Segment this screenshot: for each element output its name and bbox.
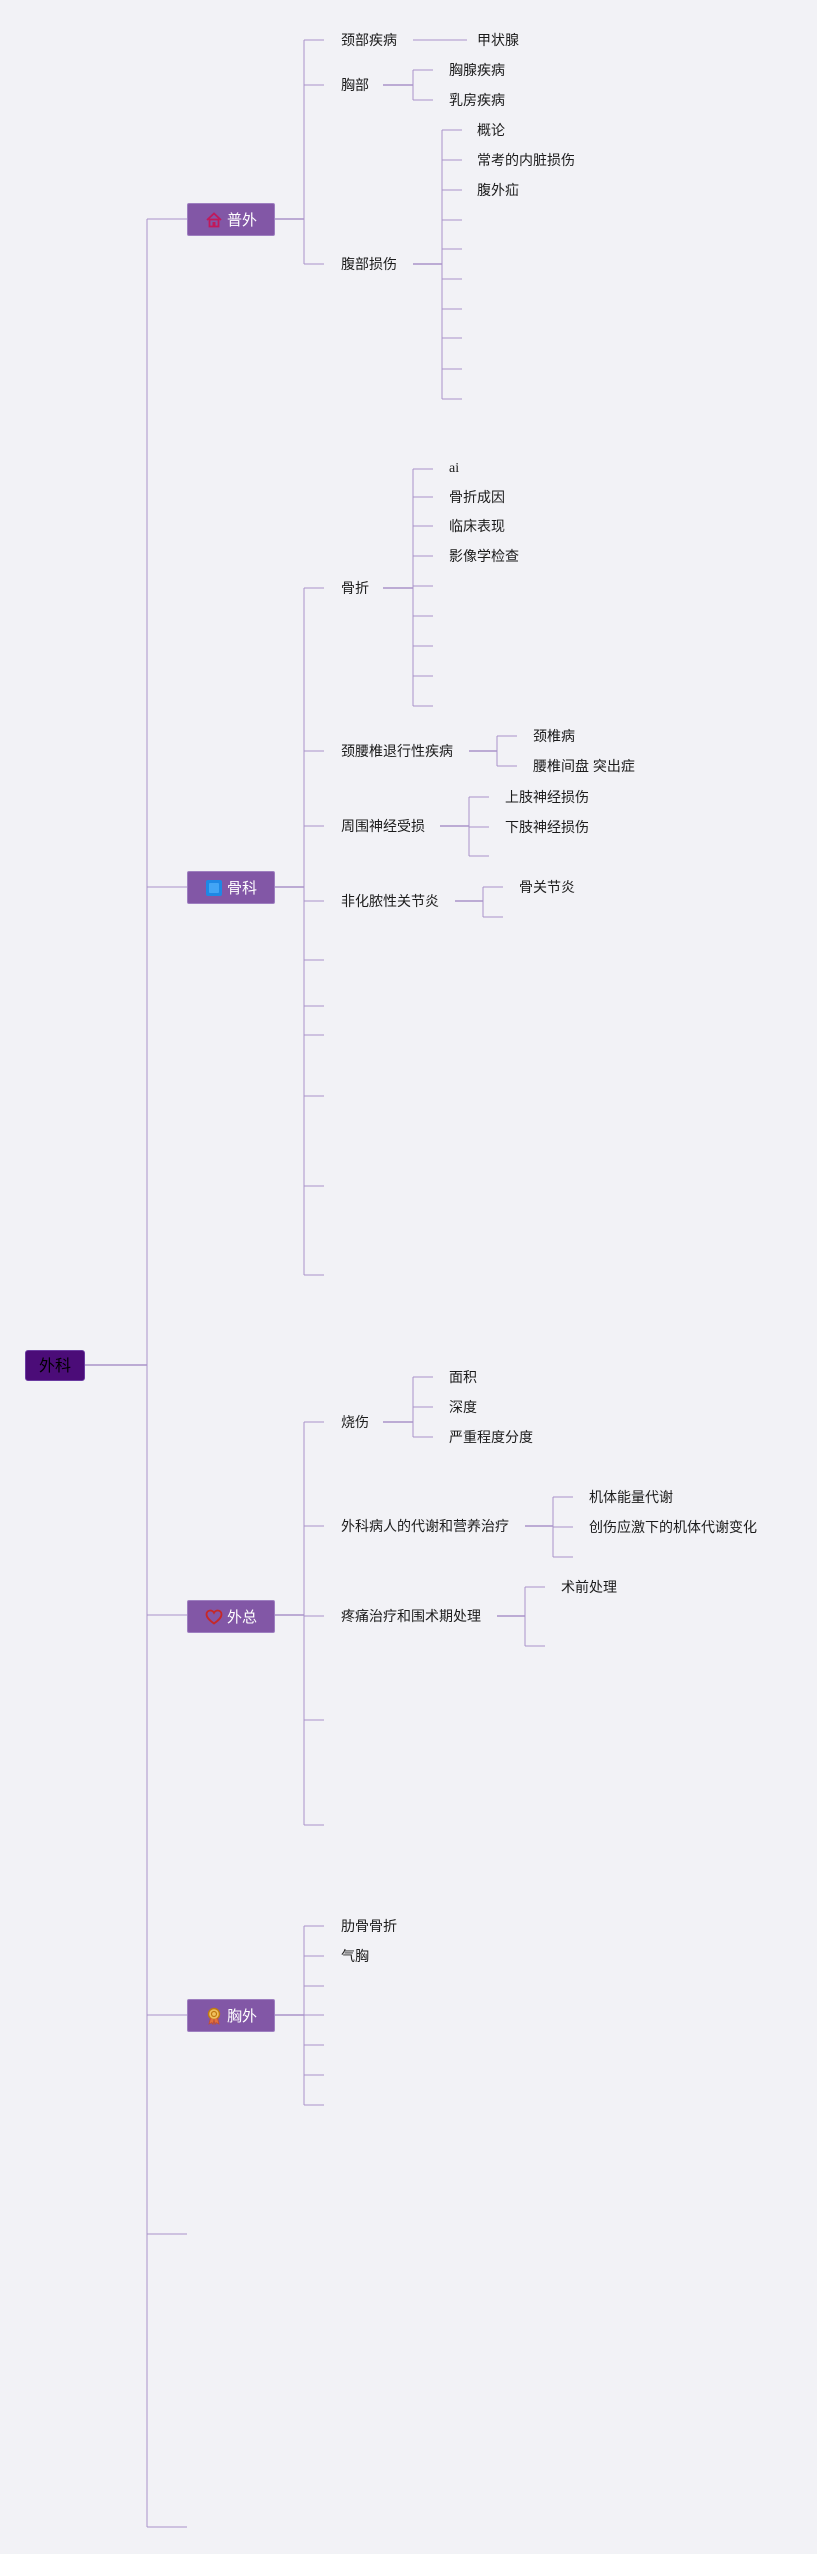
node-trauma-stress-metabolism[interactable]: 创伤应激下的机体代谢变化 [589,1519,757,1535]
node-abdominal-injury[interactable]: 腹部损伤 [341,256,397,272]
node-overview[interactable]: 概论 [477,122,505,138]
node-ai[interactable]: ai [449,461,460,476]
node-lower-limb-nerve[interactable]: 下肢神经损伤 [505,819,589,835]
node-thymus-disease[interactable]: 胸腺疾病 [449,62,505,78]
branch-label: 骨科 [226,880,257,897]
branch-node-general-surgery[interactable]: 普外 [187,203,275,236]
node-pain-perioperative[interactable]: 疼痛治疗和围术期处理 [341,1608,481,1624]
node-severity[interactable]: 严重程度分度 [449,1429,533,1445]
branch-node-surgery-general[interactable]: 外总 [187,1600,275,1633]
node-peripheral-nerve[interactable]: 周围神经受损 [341,818,425,834]
node-rib-fracture[interactable]: 肋骨骨折 [341,1918,397,1934]
node-osteoarthritis[interactable]: 骨关节炎 [519,879,575,895]
node-pneumothorax[interactable]: 气胸 [341,1948,369,1964]
branch-label: 外总 [226,1609,257,1626]
node-upper-limb-nerve[interactable]: 上肢神经损伤 [505,789,589,805]
branch-label: 胸外 [226,2008,257,2025]
node-preoperative[interactable]: 术前处理 [561,1579,617,1595]
branch-node-orthopedics[interactable]: 骨科 [187,871,275,904]
node-external-hernia[interactable]: 腹外疝 [477,182,519,198]
node-non-suppurative-arthritis[interactable]: 非化脓性关节炎 [341,893,439,909]
node-breast-disease[interactable]: 乳房疾病 [449,92,505,108]
home-icon [206,211,222,227]
node-metabolism-nutrition[interactable]: 外科病人的代谢和营养治疗 [341,1518,509,1534]
branch-node-thoracic[interactable]: 胸外 [187,1999,275,2032]
node-fracture[interactable]: 骨折 [341,580,369,596]
node-cervical-spondylosis[interactable]: 颈椎病 [533,728,575,744]
square-icon [205,879,222,896]
node-chest[interactable]: 胸部 [341,77,369,93]
node-spine-degenerative[interactable]: 颈腰椎退行性疾病 [341,743,453,759]
node-burn[interactable]: 烧伤 [341,1414,369,1430]
node-energy-metabolism[interactable]: 机体能量代谢 [589,1489,673,1505]
node-depth[interactable]: 深度 [449,1399,477,1415]
node-thyroid[interactable]: 甲状腺 [477,32,519,48]
node-area[interactable]: 面积 [449,1369,477,1385]
award-icon [207,2007,221,2025]
node-imaging-exam[interactable]: 影像学检查 [449,548,519,564]
heart-icon [205,1609,223,1625]
node-visceral-injury[interactable]: 常考的内脏损伤 [477,152,575,168]
branch-label: 普外 [226,212,257,229]
node-clinical-manifestation[interactable]: 临床表现 [449,518,505,534]
node-lumbar-disc[interactable]: 腰椎间盘 突出症 [533,758,635,774]
node-fracture-cause[interactable]: 骨折成因 [449,489,505,505]
node-neck-disease[interactable]: 颈部疾病 [341,32,397,48]
root-node[interactable]: 外科 [25,1350,85,1381]
